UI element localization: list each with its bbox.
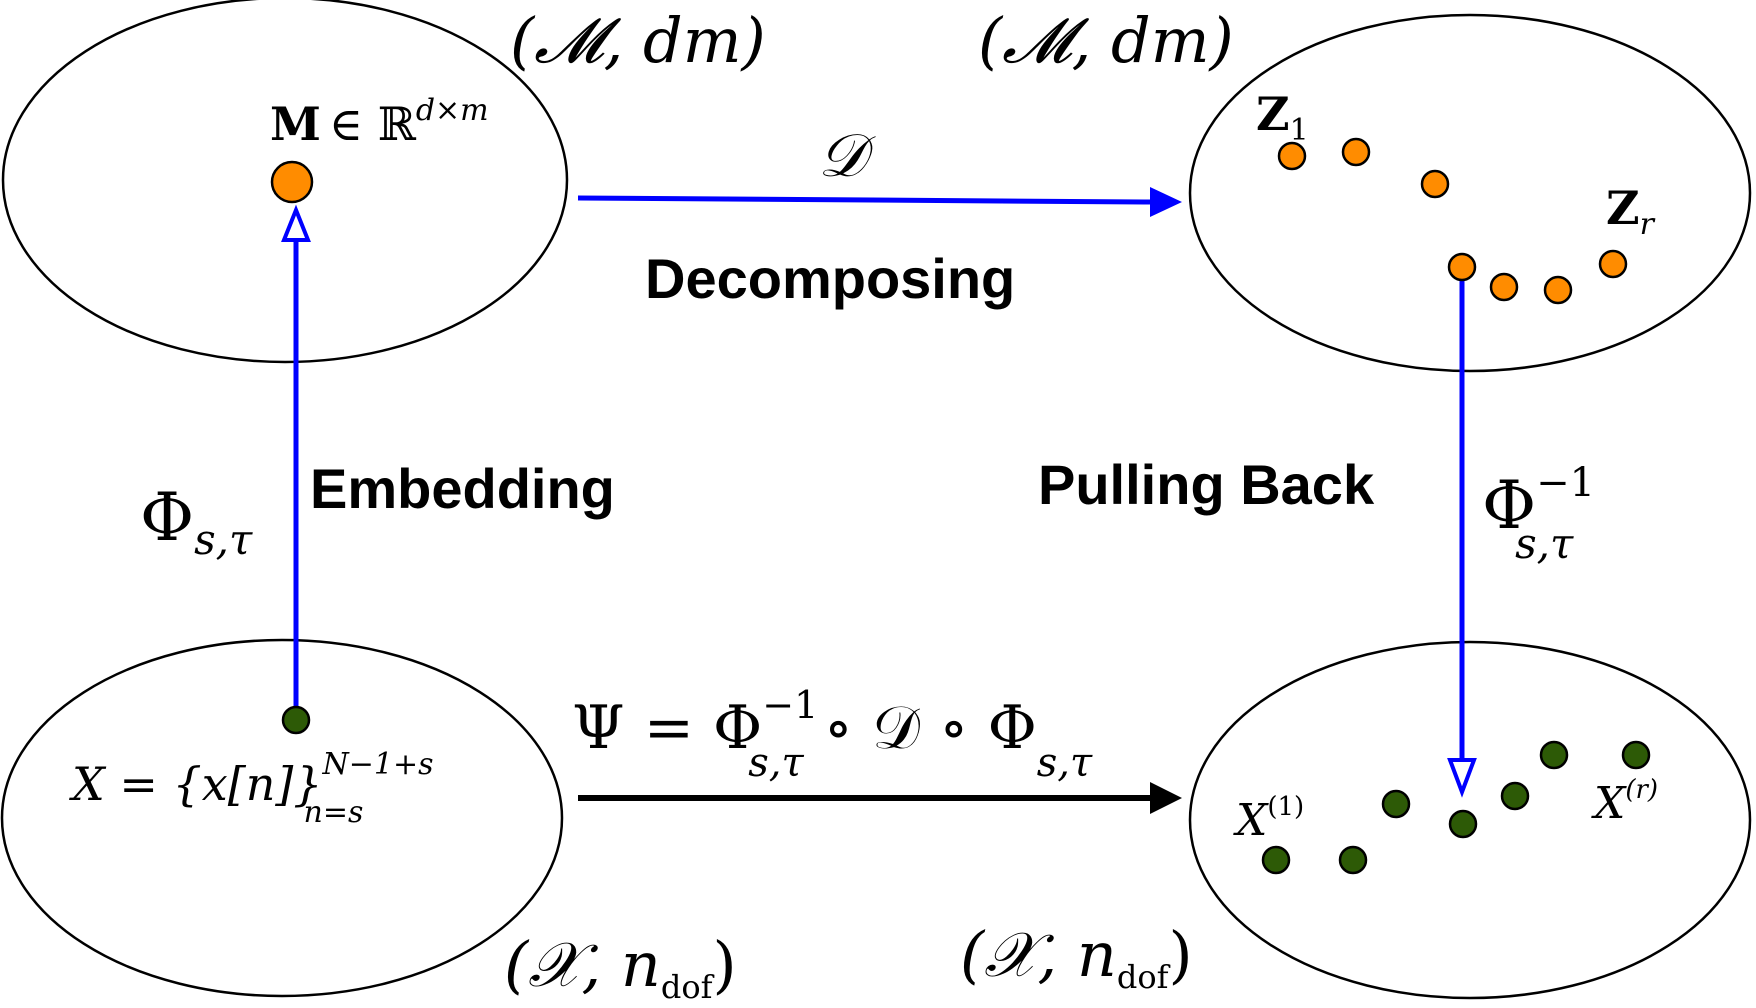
label-decomposing: Decomposing: [645, 247, 1015, 310]
ellipse-bottom-right: [1188, 640, 1752, 1000]
node-z2: [1341, 137, 1371, 167]
node-x1: [1261, 845, 1291, 875]
node-x3: [1381, 789, 1411, 819]
arrow-decomposing: [577, 195, 1151, 205]
arrowhead-pulling-back: [1447, 758, 1477, 798]
x1-label: X(1): [1233, 792, 1304, 846]
node-z6: [1543, 275, 1573, 305]
ellipse-top-left: [1, 0, 569, 364]
space-label-bottom-right: (𝒳, ndof): [960, 918, 1193, 996]
label-embedding: Embedding: [310, 457, 615, 520]
space-label-top-right: (𝓜, dm): [978, 4, 1234, 77]
label-pulling-back: Pulling Back: [1038, 453, 1375, 516]
node-X: [281, 705, 311, 735]
node-z3: [1420, 169, 1450, 199]
operator-D-label: 𝒟: [818, 121, 876, 191]
xr-label: X(r): [1591, 775, 1658, 829]
node-zr: [1598, 249, 1628, 279]
phi-embedding-label: Φs,τ: [140, 479, 253, 564]
node-z4: [1447, 252, 1477, 282]
space-label-top-left: (𝓜, dm): [510, 4, 766, 77]
node-x2: [1338, 845, 1368, 875]
arrowhead-psi: [1150, 782, 1182, 814]
node-M: [270, 160, 314, 204]
node-xr: [1621, 740, 1651, 770]
matrix-M-label: M∈ ℝd×m: [270, 93, 489, 151]
node-x6: [1539, 740, 1569, 770]
z1-label: Z1: [1256, 87, 1309, 148]
arrowhead-decomposing: [1150, 187, 1182, 217]
node-z5: [1489, 272, 1519, 302]
node-x4: [1448, 809, 1478, 839]
node-z1: [1277, 141, 1307, 171]
node-x5: [1500, 781, 1530, 811]
ellipse-bottom-left: [0, 638, 564, 998]
zr-label: Zr: [1606, 181, 1656, 242]
arrowhead-embedding: [281, 204, 311, 242]
ellipse-top-right: [1188, 13, 1752, 373]
space-label-bottom-left: (𝒳, ndof): [504, 928, 737, 1006]
